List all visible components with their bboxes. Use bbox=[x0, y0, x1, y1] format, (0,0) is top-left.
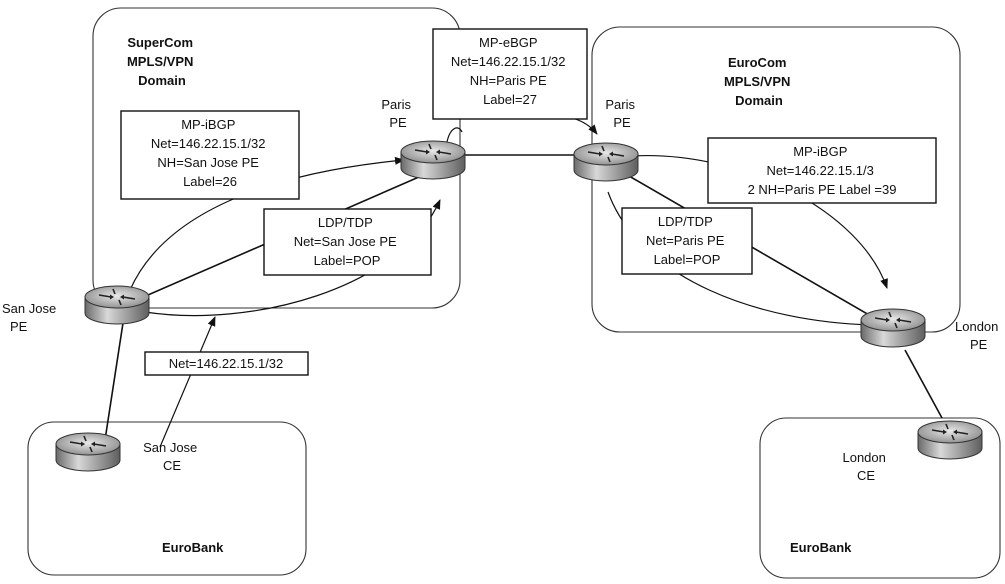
san-jose-ce-router-icon bbox=[55, 432, 121, 472]
svg-text:LDP/TDP Net=Paris PE: LDP/TDP Net=Paris PE Label=POP bbox=[646, 214, 728, 267]
eurobank-left-outline bbox=[27, 421, 307, 576]
paris-pe-right-label: Paris PE bbox=[605, 97, 638, 130]
paris-pe-left-label: Paris PE bbox=[381, 97, 414, 130]
arrow-ebgp-loop-left bbox=[446, 127, 463, 143]
svg-text:Net=146.22.15.1/32: Net=146.22.15.1/32 bbox=[169, 356, 284, 371]
san-jose-pe-label: San Jose PE bbox=[2, 301, 60, 334]
ldp-right-box: LDP/TDP Net=Paris PE Label=POP bbox=[621, 207, 753, 275]
link-sanjose-pe-ce bbox=[104, 309, 126, 441]
san-jose-pe-router-icon bbox=[84, 285, 150, 325]
net-sanjose-box: Net=146.22.15.1/32 bbox=[144, 351, 309, 376]
svg-text:MP-iBGP Net=146.22.15.1/: MP-iBGP Net=146.22.15.1/3 2 NH=Paris PE … bbox=[748, 144, 897, 197]
london-ce-router-icon bbox=[917, 420, 983, 460]
supercom-domain-title: SuperCom MPLS/VPN Domain bbox=[127, 35, 197, 88]
paris-pe-right-router-icon bbox=[573, 142, 639, 182]
mp-ebgp-box: MP-eBGP Net=146.22.15.1/32 NH=Paris PE L… bbox=[432, 28, 588, 120]
eurobank-right-outline bbox=[759, 417, 1001, 579]
eurobank-right-label: EuroBank bbox=[790, 540, 852, 555]
arrow-sanjose-ce-to-pe bbox=[159, 316, 216, 448]
paris-pe-left-router-icon bbox=[400, 140, 466, 180]
mp-ibgp-right-box: MP-iBGP Net=146.22.15.1/3 2 NH=Paris PE … bbox=[707, 137, 937, 204]
eurocom-domain-title: EuroCom MPLS/VPN Domain bbox=[724, 55, 794, 108]
san-jose-ce-label: San Jose CE bbox=[143, 440, 201, 473]
london-ce-label: London CE bbox=[842, 450, 889, 483]
ldp-left-box: LDP/TDP Net=San Jose PE Label=POP bbox=[263, 208, 432, 276]
svg-text:LDP/TDP Net=San Jose PE: LDP/TDP Net=San Jose PE Label=POP bbox=[294, 215, 401, 268]
london-pe-label: London PE bbox=[955, 319, 1002, 352]
svg-text:MP-iBGP Net=146.22.15.1/: MP-iBGP Net=146.22.15.1/32 NH=San Jose P… bbox=[151, 117, 269, 189]
svg-text:MP-eBGP Net=146.22.15.1/: MP-eBGP Net=146.22.15.1/32 NH=Paris PE L… bbox=[451, 35, 569, 107]
london-pe-router-icon bbox=[860, 308, 926, 348]
mp-ibgp-left-box: MP-iBGP Net=146.22.15.1/32 NH=San Jose P… bbox=[120, 110, 300, 200]
eurobank-left-label: EuroBank bbox=[162, 540, 224, 555]
link-london-pe-ce bbox=[904, 349, 943, 419]
